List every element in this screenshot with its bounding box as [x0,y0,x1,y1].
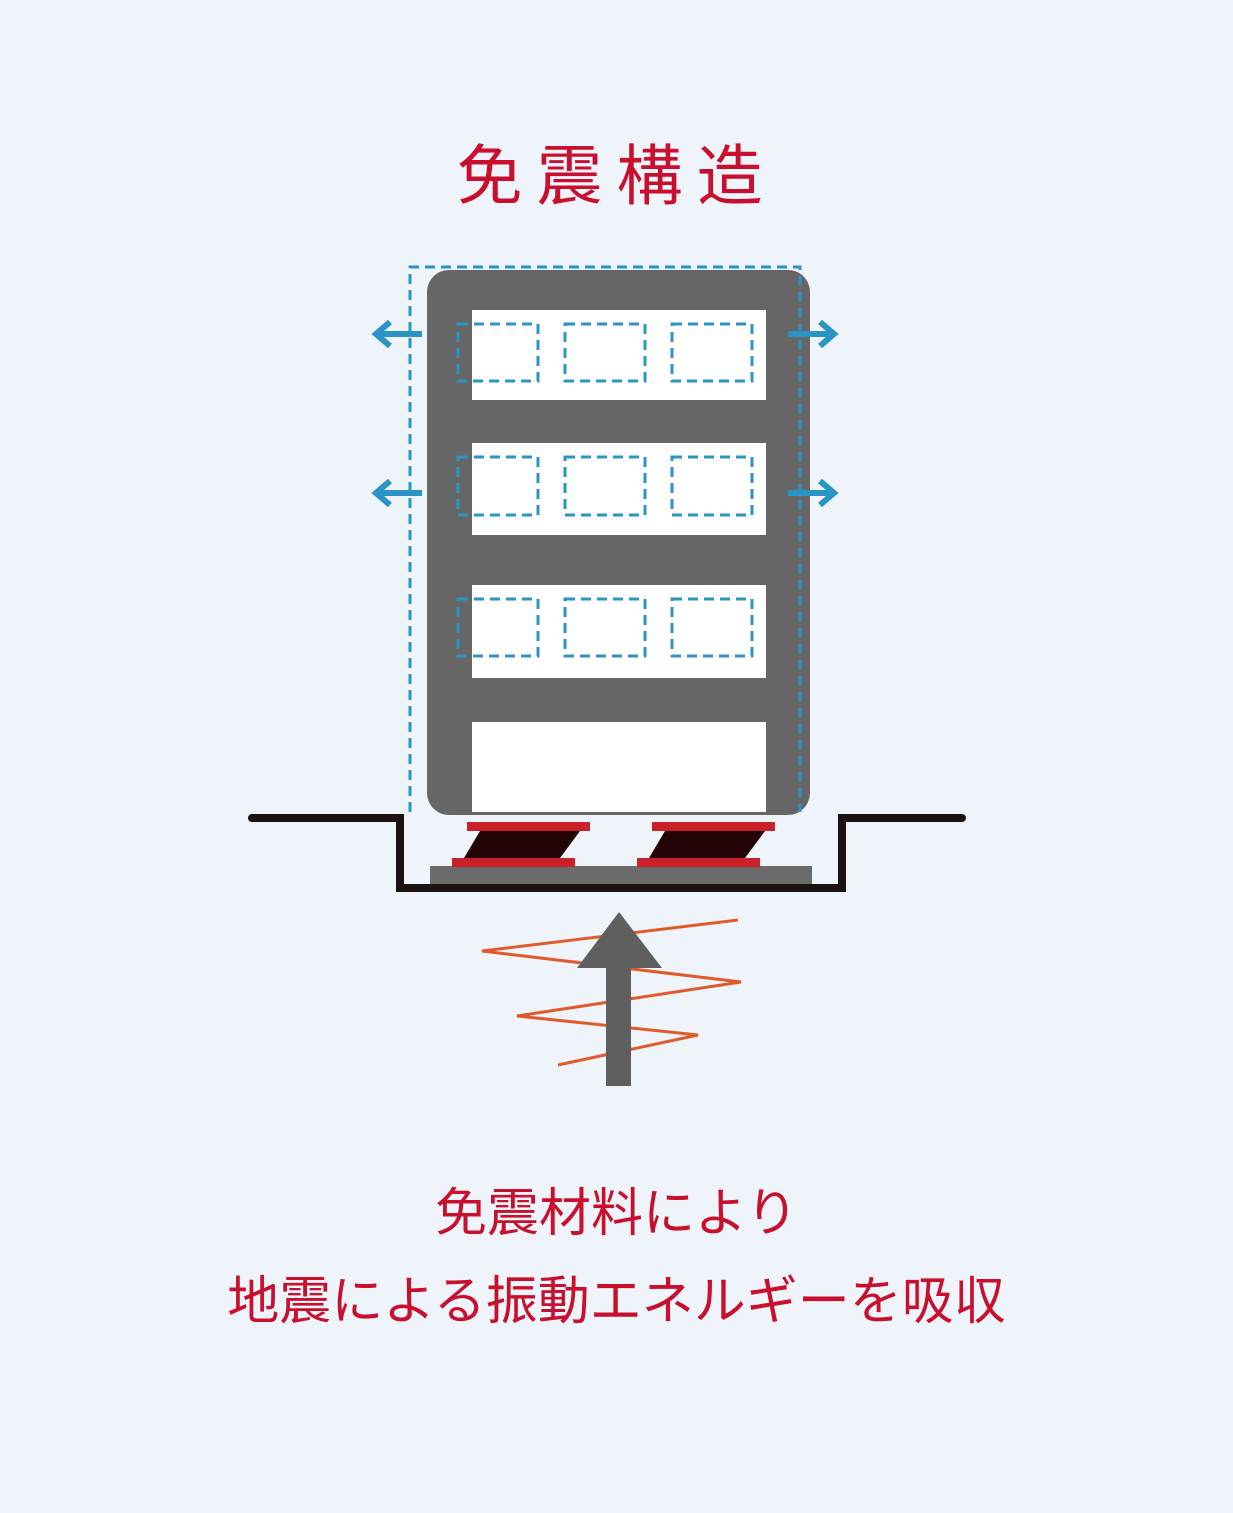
displaced-window [670,322,754,383]
diagram-title: 免震構造 [456,138,777,215]
isolator-bearing-icon [452,822,590,867]
displaced-window [670,597,754,658]
displaced-window [456,455,540,517]
sway-outline [408,265,802,812]
displaced-building-outline [408,265,802,812]
sway-arrows [371,319,839,508]
displaced-window [563,597,647,658]
building-frame [427,270,810,815]
floor-opening-ground [472,722,766,812]
isolator-bearing-icon [637,822,775,867]
sway-arrow-right-icon [788,478,839,508]
displaced-window [670,455,754,517]
seismic-isolators [452,822,775,867]
displaced-window [456,322,540,383]
sway-arrow-left-icon [371,478,422,508]
foundation-slab [430,866,812,886]
caption: 免震材料により 地震による振動エネルギーを吸収 [0,1170,1233,1346]
ground-force-arrow-icon [577,912,662,1086]
sway-arrow-right-icon [788,319,839,349]
sway-arrow-left-icon [371,319,422,349]
caption-line-1: 免震材料により [435,1184,798,1244]
building [427,270,810,815]
displaced-window [456,597,540,658]
displaced-window [563,455,647,517]
displaced-window [563,322,647,383]
ground-line-pit [248,814,966,892]
caption-line-2: 地震による振動エネルギーを吸収 [227,1272,1006,1332]
